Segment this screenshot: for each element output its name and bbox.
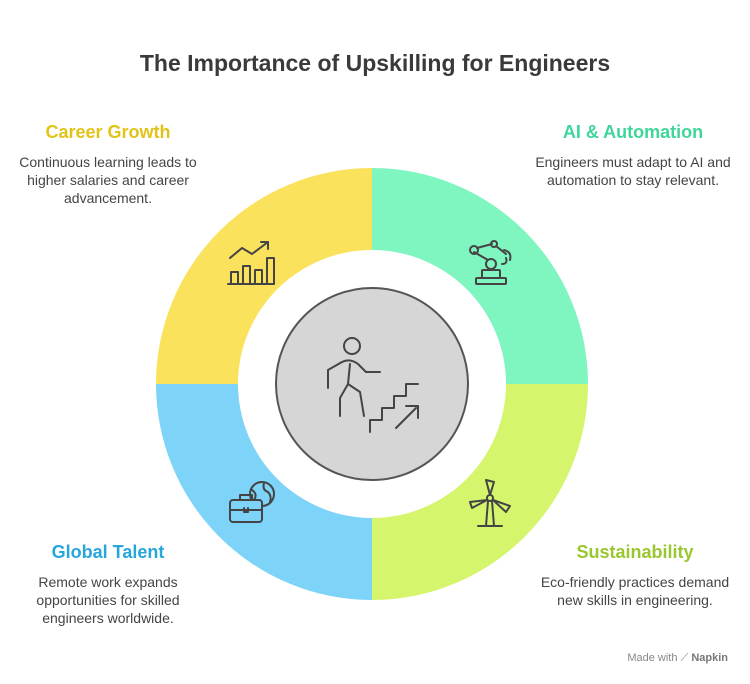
footer-brand: Napkin bbox=[691, 652, 728, 664]
connector-arc-right bbox=[446, 305, 491, 463]
global-talent-description: Remote work expands opportunities for sk… bbox=[36, 574, 180, 626]
ai-automation-heading: AI & Automation bbox=[562, 122, 704, 142]
ai-automation-description: Engineers must adapt to AI and automatio… bbox=[535, 154, 731, 188]
global-talent-label: Global Talent Remote work expands opport… bbox=[8, 542, 208, 627]
robot-arm-icon bbox=[469, 240, 512, 285]
connector-arc-bottom bbox=[293, 458, 451, 503]
ai-automation-label: AI & Automation Engineers must adapt to … bbox=[533, 122, 733, 189]
globe-briefcase-icon bbox=[229, 481, 275, 523]
career-growth-description: Continuous learning leads to higher sala… bbox=[19, 154, 197, 206]
sustainability-heading: Sustainability bbox=[576, 542, 694, 562]
napkin-logo-icon: ⟋ bbox=[680, 652, 689, 664]
page-title: The Importance of Upskilling for Enginee… bbox=[139, 50, 611, 76]
career-growth-label: Career Growth Continuous learning leads … bbox=[8, 122, 208, 207]
connector-arc-top bbox=[293, 265, 451, 310]
person-climbing-stairs-icon bbox=[327, 337, 419, 433]
footer-prefix: Made with bbox=[627, 652, 678, 664]
wind-turbine-icon bbox=[469, 479, 511, 527]
sustainability-description: Eco-friendly practices demand new skills… bbox=[540, 574, 730, 608]
sustainability-label: Sustainability Eco-friendly practices de… bbox=[535, 542, 735, 609]
connector-arc-left bbox=[253, 305, 298, 463]
growth-chart-icon bbox=[227, 241, 275, 285]
career-growth-heading: Career Growth bbox=[45, 122, 171, 142]
footer-credit: Made with ⟋ Napkin bbox=[627, 652, 728, 665]
global-talent-heading: Global Talent bbox=[51, 542, 165, 562]
center-circle bbox=[275, 287, 469, 481]
